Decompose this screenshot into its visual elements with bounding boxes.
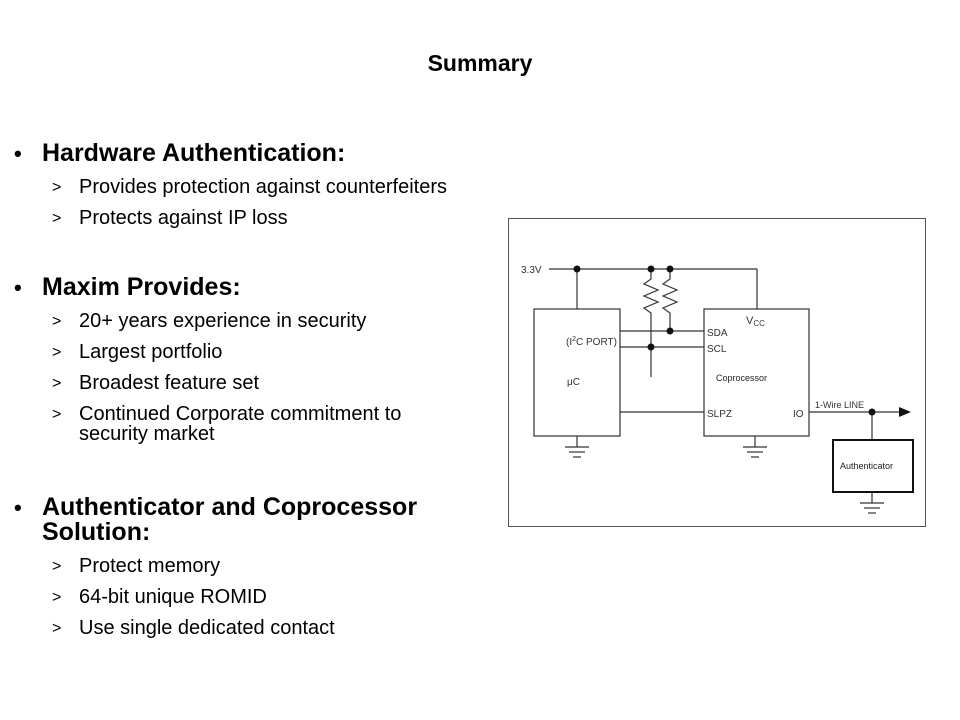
section-maxim-provides: • Maxim Provides: > 20+ years experience… [14, 273, 484, 445]
section-heading: Hardware Authentication: [42, 139, 346, 167]
junction-dot [647, 343, 655, 351]
junction-dot [666, 327, 674, 335]
section-heading: Authenticator and Coprocessor Solution: [42, 493, 418, 546]
list-item: > Protect memory [52, 555, 221, 577]
list-item: > Provides protection against counterfei… [52, 176, 447, 198]
sub-bullet-icon: > [52, 620, 62, 637]
authenticator-label: Authenticator [840, 461, 893, 471]
sub-bullet-icon: > [52, 313, 62, 330]
circuit-diagram: 3.3V (I2C PORT) μC VCC SDA SCL Coprocess… [508, 218, 926, 527]
sub-bullet-icon: > [52, 375, 62, 392]
list-item: > Broadest feature set [52, 372, 260, 394]
section-authenticator-solution: • Authenticator and Coprocessor Solution… [14, 493, 464, 639]
resistor-scl [642, 269, 660, 377]
vcc-label: VCC [746, 315, 765, 328]
slide-title: Summary [427, 50, 533, 76]
bullet-icon: • [14, 275, 22, 300]
circuit-diagram-svg: 3.3V (I2C PORT) μC VCC SDA SCL Coprocess… [521, 265, 914, 514]
section-heading: Maxim Provides: [42, 273, 241, 301]
junction-dot [573, 265, 581, 273]
list-item: > Continued Corporate commitment to secu… [52, 403, 402, 445]
sub-bullet-icon: > [52, 344, 62, 361]
junction-dot [647, 265, 655, 273]
list-item: > Protects against IP loss [52, 207, 288, 229]
bullet-icon: • [14, 141, 22, 166]
list-item: > 20+ years experience in security [52, 310, 367, 332]
list-item: > Largest portfolio [52, 341, 223, 363]
supply-label: 3.3V [521, 265, 542, 276]
section-hardware-authentication: • Hardware Authentication: > Provides pr… [14, 139, 534, 229]
mcu-label: μC [567, 377, 580, 388]
sub-bullet-icon: > [52, 558, 62, 575]
sub-bullet-icon: > [52, 589, 62, 606]
sub-bullet-icon: > [52, 406, 62, 423]
bullet-icon: • [14, 495, 22, 520]
arrow-right-icon [899, 407, 911, 417]
sub-bullet-icon: > [52, 179, 62, 196]
mcu-block [533, 308, 621, 437]
one-wire-line-label: 1-Wire LINE [815, 400, 864, 410]
list-item: > 64-bit unique ROMID [52, 586, 267, 608]
i2c-port-label: (I2C PORT) [566, 336, 617, 348]
slpz-label: SLPZ [707, 409, 732, 420]
sub-bullet-icon: > [52, 210, 62, 227]
junction-dot [666, 265, 674, 273]
sda-label: SDA [707, 328, 728, 339]
coprocessor-label: Coprocessor [716, 373, 767, 383]
resistor-sda [661, 269, 679, 331]
coprocessor-block [703, 308, 810, 437]
io-label: IO [793, 409, 804, 420]
list-item: > Use single dedicated contact [52, 617, 335, 639]
scl-label: SCL [707, 344, 727, 355]
junction-dot [868, 408, 876, 416]
authenticator-block [832, 439, 914, 493]
